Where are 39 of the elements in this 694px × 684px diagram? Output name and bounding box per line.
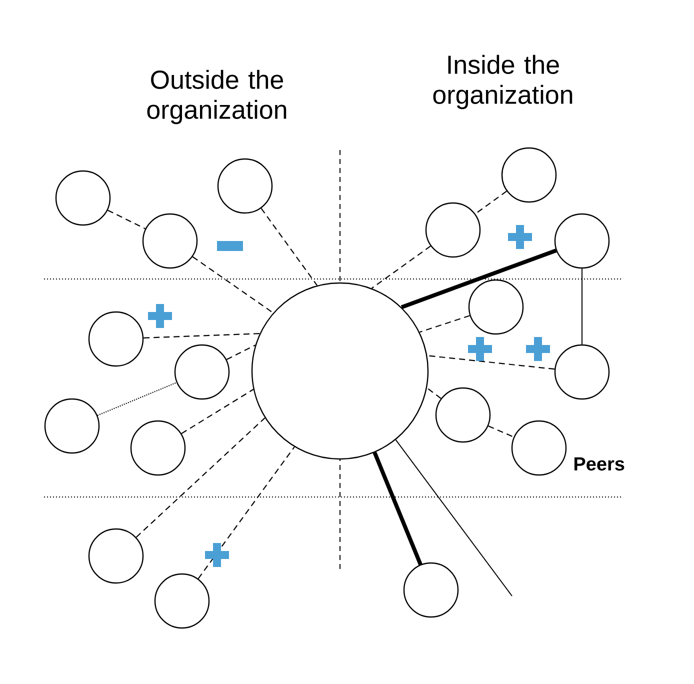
circle bbox=[217, 158, 273, 214]
circle bbox=[468, 279, 524, 335]
connector-line bbox=[400, 248, 557, 310]
connector-line bbox=[395, 439, 512, 596]
circle bbox=[130, 420, 186, 476]
circle bbox=[174, 344, 230, 400]
connector-line bbox=[192, 256, 274, 314]
circle bbox=[154, 573, 210, 629]
circle bbox=[511, 420, 567, 476]
circle bbox=[435, 387, 491, 443]
circle bbox=[88, 311, 144, 367]
connector-line bbox=[488, 425, 514, 438]
connector-line bbox=[419, 315, 470, 333]
side-label: Peers bbox=[574, 457, 624, 471]
connector-line bbox=[181, 388, 254, 434]
circle bbox=[554, 344, 610, 400]
circle bbox=[88, 528, 144, 584]
circle bbox=[55, 170, 111, 226]
connector-line bbox=[136, 418, 266, 538]
circle bbox=[44, 398, 100, 454]
circle bbox=[142, 213, 198, 269]
connector-line bbox=[108, 210, 146, 230]
circle bbox=[501, 147, 557, 203]
connector-line bbox=[371, 246, 431, 289]
connector-line bbox=[144, 333, 260, 338]
connector-line bbox=[198, 446, 295, 580]
connector-line bbox=[372, 452, 422, 566]
connector-line bbox=[426, 387, 442, 399]
connector-line bbox=[427, 355, 555, 370]
heading: Outside the organization bbox=[147, 70, 286, 124]
connector-line bbox=[97, 382, 177, 416]
circle bbox=[403, 562, 459, 618]
circle bbox=[251, 282, 429, 460]
connector-line bbox=[226, 344, 256, 360]
circle bbox=[425, 202, 481, 258]
circle bbox=[554, 213, 610, 269]
heading: Inside the organization bbox=[433, 54, 572, 110]
connector-line bbox=[260, 208, 318, 286]
connector-line bbox=[475, 190, 507, 214]
